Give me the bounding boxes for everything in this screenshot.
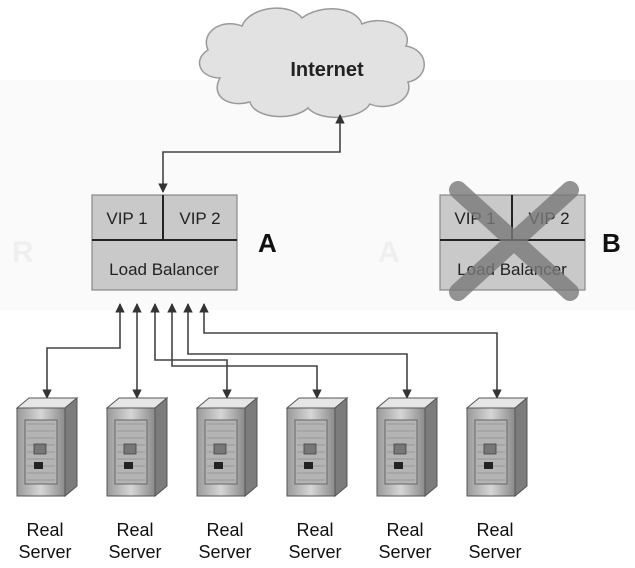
server-label-line2: Server <box>108 542 161 562</box>
server-label-line1: Real <box>476 520 513 540</box>
server-label-line2: Server <box>198 542 251 562</box>
server-link-6 <box>199 303 502 399</box>
server-label-line1: Real <box>296 520 333 540</box>
server-icon <box>285 396 349 498</box>
server-links <box>42 303 502 399</box>
server-icon <box>15 396 79 498</box>
balancer-a-letter: A <box>258 228 277 258</box>
internet-link <box>158 114 345 193</box>
server-link-4 <box>167 303 322 399</box>
server-label-line1: Real <box>26 520 63 540</box>
server-icon <box>375 396 439 498</box>
load-balancer-b: VIP 1 VIP 2 Load Balancer <box>439 181 586 301</box>
vip2-label-a: VIP 2 <box>179 209 220 228</box>
server-label-line1: Real <box>386 520 423 540</box>
server-icon <box>105 396 169 498</box>
internet-cloud: Internet <box>198 7 425 119</box>
balancer-b-letter: B <box>602 228 621 258</box>
svg-text:R: R <box>12 236 34 269</box>
server-row: RealServerRealServerRealServerRealServer… <box>15 396 529 562</box>
svg-text:A: A <box>378 236 400 269</box>
server-link-1 <box>42 303 125 399</box>
load-balancer-a: VIP 1 VIP 2 Load Balancer <box>91 194 238 291</box>
server-icon <box>465 396 529 498</box>
server-label-line2: Server <box>288 542 341 562</box>
server-label-line2: Server <box>18 542 71 562</box>
server-label-line2: Server <box>468 542 521 562</box>
failure-cross-icon <box>449 181 579 301</box>
server-label-line1: Real <box>116 520 153 540</box>
server-label-line1: Real <box>206 520 243 540</box>
load-balancer-label-a: Load Balancer <box>109 260 219 279</box>
server-icon <box>195 396 259 498</box>
server-label-line2: Server <box>378 542 431 562</box>
server-link-5 <box>183 303 412 399</box>
internet-label: Internet <box>290 59 364 81</box>
server-link-3 <box>150 303 232 399</box>
vip1-label-a: VIP 1 <box>106 209 147 228</box>
